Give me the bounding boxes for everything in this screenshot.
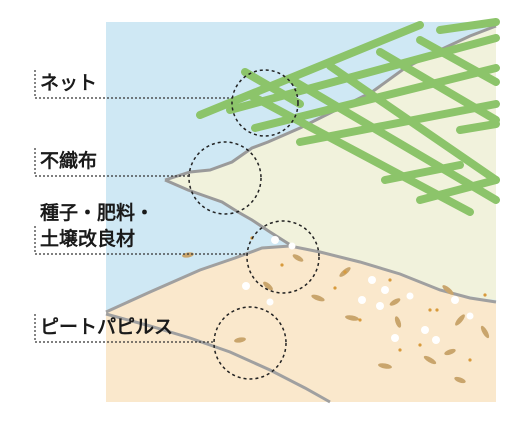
seed bbox=[423, 355, 437, 365]
seeds bbox=[182, 252, 490, 384]
label-peat: ピートパピルス bbox=[40, 314, 173, 340]
granule bbox=[432, 336, 440, 344]
granule bbox=[358, 296, 366, 304]
seed bbox=[311, 294, 325, 302]
net bbox=[196, 18, 500, 216]
peat-layer bbox=[106, 246, 496, 402]
granule bbox=[421, 326, 429, 334]
nonwoven-layer bbox=[165, 26, 496, 300]
peat-bottom-edge bbox=[105, 312, 331, 404]
granule bbox=[242, 282, 250, 290]
seed bbox=[378, 363, 392, 369]
nonwoven-bottom-edge bbox=[164, 178, 293, 248]
granule bbox=[381, 286, 389, 294]
label-net-text: ネット bbox=[40, 72, 98, 94]
granule bbox=[406, 292, 414, 300]
seed-leader-line bbox=[34, 226, 246, 255]
net-highlight-circle bbox=[231, 69, 299, 137]
label-peat-text: ピートパピルス bbox=[40, 316, 174, 338]
peat-top-edge bbox=[105, 244, 497, 314]
seed bbox=[389, 298, 401, 306]
label-net: ネット bbox=[40, 70, 97, 96]
granule bbox=[451, 296, 459, 304]
nonwoven-highlight-circle bbox=[188, 141, 262, 215]
label-seed-line1: 種子・肥料・ bbox=[40, 202, 155, 224]
seed bbox=[480, 325, 490, 339]
nonwoven-leader-line bbox=[34, 148, 190, 177]
granule bbox=[466, 312, 474, 320]
granule bbox=[288, 242, 296, 250]
highlight-circles bbox=[188, 69, 320, 380]
seed bbox=[442, 285, 454, 295]
seed bbox=[345, 315, 359, 321]
label-seed-line2: 土壌改良材 bbox=[40, 228, 136, 250]
peat-highlight-circle bbox=[213, 306, 287, 380]
granule bbox=[376, 302, 384, 310]
seed bbox=[454, 376, 466, 384]
granule bbox=[271, 236, 279, 244]
seed bbox=[234, 337, 246, 343]
fertilizer-dots bbox=[250, 236, 487, 362]
seed bbox=[263, 281, 273, 291]
label-nonwoven: 不織布 bbox=[40, 148, 97, 174]
fertilizer-granules bbox=[242, 236, 474, 344]
seed bbox=[182, 252, 194, 258]
net-leader-line bbox=[34, 70, 232, 99]
peat-leader-line bbox=[34, 314, 214, 343]
label-nonwoven-text: 不織布 bbox=[40, 150, 98, 172]
granule bbox=[391, 334, 399, 342]
seed-highlight-circle bbox=[246, 220, 320, 294]
seed bbox=[394, 316, 402, 328]
label-seed-fertilizer: 種子・肥料・ 土壌改良材 bbox=[40, 200, 154, 252]
seed bbox=[292, 254, 304, 262]
seed bbox=[444, 348, 456, 356]
seed bbox=[455, 314, 465, 326]
leader-lines bbox=[34, 70, 246, 343]
granule bbox=[368, 276, 376, 284]
granule bbox=[266, 298, 274, 306]
